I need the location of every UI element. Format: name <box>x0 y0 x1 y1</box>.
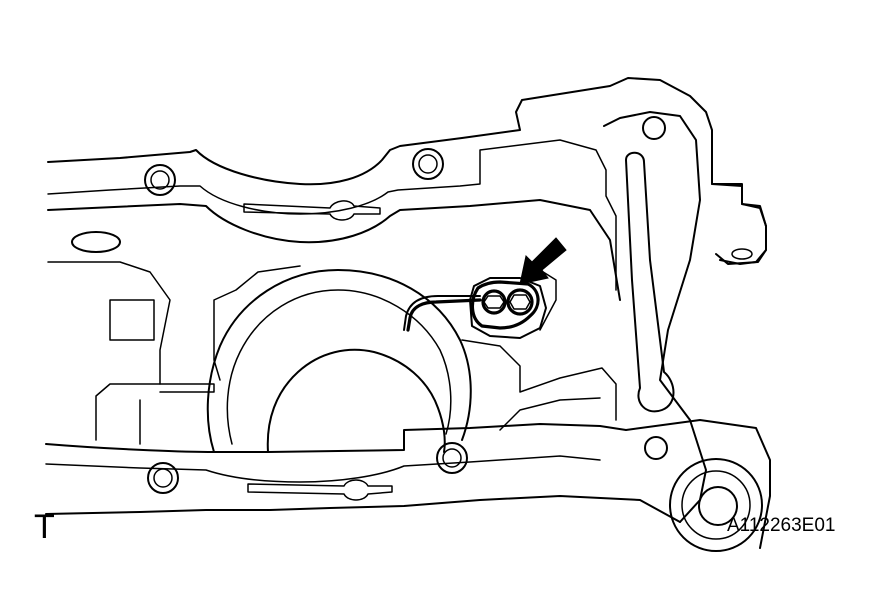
right-bracket-hole <box>731 248 753 260</box>
right-arm-outline <box>603 111 707 523</box>
corner-mark: T <box>34 508 55 546</box>
large-bore-outer <box>206 269 472 453</box>
bracket-bolt-left-hex <box>483 295 505 309</box>
bolt-hole-upper-mid <box>418 154 438 174</box>
inner-bore <box>266 348 446 453</box>
oil-pipe-edge <box>403 295 481 331</box>
lower-slot <box>247 479 393 501</box>
upper-rail-lower-edge <box>47 199 621 301</box>
left-web <box>47 261 171 441</box>
oil-pipe <box>406 298 482 332</box>
left-oval-hole <box>71 231 121 253</box>
bracket-bolt-right-hex <box>509 294 531 310</box>
lower-rail-inner <box>45 455 601 483</box>
bracket-bolt-right <box>506 288 534 316</box>
lower-right-boss-inner <box>698 486 738 526</box>
left-web-lower <box>139 383 215 445</box>
right-bracket-tab <box>711 183 767 265</box>
oil-bracket-outline <box>469 277 547 339</box>
bolt-hole-lower-mid <box>442 448 462 468</box>
bolt-hole-arm-top <box>642 116 666 140</box>
left-pocket <box>109 299 155 341</box>
mid-right-web <box>461 339 617 421</box>
bolt-hole-arm-lower <box>644 436 668 460</box>
bolt-boss-lower-left <box>147 462 179 494</box>
lower-right-boss-outer <box>669 458 763 552</box>
bolt-hole-upper-left <box>150 170 170 190</box>
upper-slot <box>243 200 381 221</box>
figure-code: A112263E01 <box>727 515 836 536</box>
bore-flange-left <box>213 265 301 381</box>
lower-right-boss-mid <box>681 470 751 540</box>
lower-rail-bottom <box>45 495 681 523</box>
lower-rail-outline <box>45 423 627 453</box>
bracket-bolt-left <box>481 289 507 315</box>
lower-right-frame <box>625 419 771 549</box>
large-bore-ring <box>226 289 452 445</box>
upper-rail-outline <box>47 77 767 265</box>
right-arm-slot <box>625 151 675 413</box>
arrow-icon <box>519 237 567 285</box>
bolt-boss-upper-mid <box>412 148 444 180</box>
oil-bracket-flange <box>470 280 540 330</box>
bolt-boss-lower-mid <box>436 442 468 474</box>
mid-right-web-2 <box>499 269 601 431</box>
bolt-boss-upper-left <box>144 164 176 196</box>
bolt-hole-lower-left <box>153 468 173 488</box>
